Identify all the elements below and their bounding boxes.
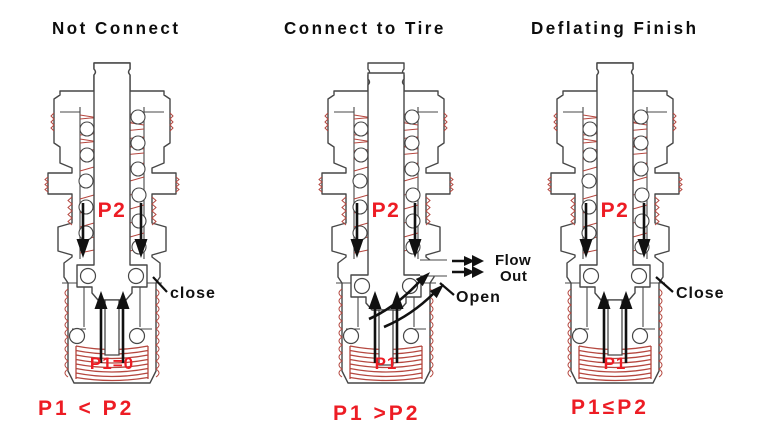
flow-out-label-line1: Flow [495,252,531,269]
valve-diagram-connect-to-tire: P2 P1 Open Flow Out [318,62,531,384]
pressure-label-p1: P1 [604,354,627,373]
open-leader-line [439,282,455,296]
panel-title-connect-to-tire: Connect to Tire [284,18,446,39]
pressure-label-p1: P1 [375,354,398,373]
valve-state-label: close [170,285,216,302]
flow-out-label-line2: Out [500,268,527,285]
flow-out-arrows-icon [452,255,484,278]
equation-not-connect: P1 < P2 [38,397,135,420]
valve-state-label: Open [456,289,501,306]
close-leader-line [152,276,168,293]
equation-deflating-finish: P1≤P2 [571,396,649,419]
close-leader-line [655,276,674,293]
valve-diagram-not-connect: P2 P1=0 close [44,62,216,384]
valve-closed-drawing: P2 P1 Close [547,62,725,384]
valve-state-label: Close [676,285,725,302]
equation-connect-to-tire: P1 >P2 [333,402,421,425]
flow-through-arrows-icon [368,272,445,329]
panel-title-deflating-finish: Deflating Finish [531,18,699,39]
pressure-label-p2: P2 [98,199,127,222]
pressure-label-p2: P2 [601,199,630,222]
pressure-label-p1: P1=0 [90,354,134,373]
open-exit-port [420,259,447,277]
pressure-label-p2: P2 [372,199,401,222]
valve-closed-drawing: P2 P1=0 close [44,62,216,384]
valve-open-drawing: P2 P1 Open Flow Out [318,62,531,384]
panel-title-not-connect: Not Connect [52,18,181,39]
valve-diagram-deflating-finish: P2 P1 Close [547,62,725,384]
